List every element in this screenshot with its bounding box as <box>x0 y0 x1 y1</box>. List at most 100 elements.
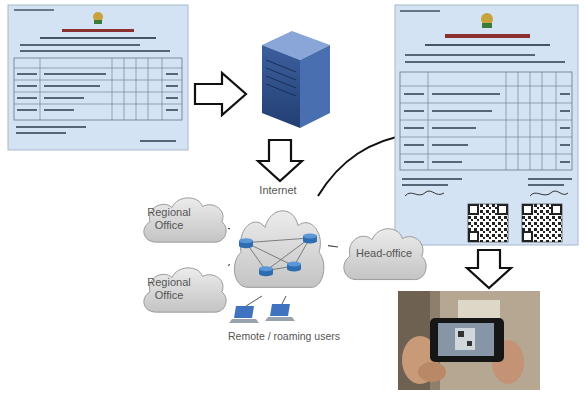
certificate-document <box>402 184 448 186</box>
certificate-document <box>17 97 37 99</box>
router-icons <box>287 261 301 266</box>
node-text-group: Head-office <box>338 222 430 284</box>
certificate-document <box>14 68 182 69</box>
phone-scan-photo <box>398 291 540 390</box>
certificate-document <box>432 127 476 129</box>
certificate-document <box>166 109 178 111</box>
network-mesh <box>246 238 310 243</box>
node-text-group: Regional Office <box>138 192 200 246</box>
server-icon <box>266 84 296 96</box>
network-link <box>228 228 230 230</box>
certificate-document <box>20 50 170 52</box>
laptop-icons <box>282 296 286 304</box>
certificate-document <box>469 232 478 241</box>
router-icons <box>259 271 273 276</box>
certificate-document <box>8 5 188 150</box>
node-label: Regional Office <box>138 276 200 301</box>
certificate-document <box>432 161 462 163</box>
network-mesh <box>266 238 310 271</box>
router-icons <box>259 266 273 271</box>
certificate-document <box>17 73 37 75</box>
certificate-document <box>522 204 562 242</box>
certificate-document <box>44 97 84 99</box>
certificate-document <box>402 178 462 180</box>
certificate-document <box>404 144 424 146</box>
certificate-document <box>469 205 478 214</box>
certificate-document <box>14 104 182 105</box>
laptop-icons <box>229 319 259 323</box>
certificate-document <box>405 191 444 196</box>
certificate-document <box>16 126 86 128</box>
certificate-document <box>428 72 429 170</box>
certificate-document <box>560 110 570 112</box>
certificate-document <box>400 86 572 87</box>
certificate-document <box>400 72 572 170</box>
laptop-icons <box>229 296 295 323</box>
certificate-document <box>112 58 113 120</box>
laptop-icons <box>246 296 262 306</box>
office-cloud: Head-office <box>338 222 430 284</box>
certificate-document <box>148 58 149 120</box>
certificate-document <box>14 92 182 93</box>
cloud-shape <box>138 192 230 246</box>
certificate-document <box>518 72 519 170</box>
certificate-document <box>8 5 188 150</box>
laptop-icons <box>234 306 254 318</box>
certificate-document <box>94 20 102 24</box>
certificate-document <box>400 72 572 170</box>
certificate-document <box>166 73 178 75</box>
phone-scan-photo <box>398 291 540 390</box>
server-icon <box>262 31 330 128</box>
phone-scan-photo <box>418 362 446 382</box>
certificate-document <box>404 93 424 95</box>
laptop-icons <box>270 304 290 316</box>
certificate-document <box>62 29 134 32</box>
node-text-group: Internet <box>228 184 328 197</box>
certificate-document <box>432 144 468 146</box>
certificate-document <box>404 161 424 163</box>
router-icons <box>239 243 253 248</box>
certificate-document <box>44 73 106 75</box>
certificate-document <box>16 132 66 134</box>
cloud-shape <box>228 184 328 294</box>
certificate-document <box>400 137 572 138</box>
certificate-document <box>14 58 182 120</box>
certificate-document <box>560 161 570 163</box>
certificate-document <box>482 23 492 28</box>
certificate-document <box>166 97 178 99</box>
laptop-icons <box>265 317 295 321</box>
certificate-document <box>17 109 37 111</box>
router-icons <box>239 238 253 243</box>
network-mesh <box>246 238 310 271</box>
certificate-document <box>405 54 535 56</box>
certificate-document <box>166 85 178 87</box>
certificate-document <box>523 232 532 241</box>
phone-scan-photo <box>467 341 472 346</box>
office-cloud: Regional Office <box>138 262 230 316</box>
server-icon <box>300 45 330 128</box>
office-cloud: Regional Office <box>138 192 230 246</box>
certificate-document <box>14 80 182 81</box>
node-label: Internet <box>259 184 296 197</box>
certificate-document <box>40 58 41 120</box>
router-icons <box>239 233 317 276</box>
certificate-document <box>432 93 500 95</box>
certificate-document <box>17 85 37 87</box>
certificate-document <box>560 93 570 95</box>
phone-scan-photo <box>438 291 540 390</box>
certificate-document <box>468 204 508 242</box>
certificate-document <box>395 5 578 245</box>
phone-scan-photo <box>458 331 464 337</box>
certificate-document <box>136 58 137 120</box>
certificate-document <box>400 103 572 104</box>
certificate-document <box>560 144 570 146</box>
certificate-document <box>162 58 163 120</box>
certificate-document <box>404 127 424 129</box>
certificate-document <box>523 205 532 214</box>
certificate-document <box>432 110 492 112</box>
certificate-document <box>395 5 578 245</box>
certificate-document <box>14 58 182 120</box>
certificate-document <box>20 44 140 46</box>
certificate-document <box>560 127 570 129</box>
